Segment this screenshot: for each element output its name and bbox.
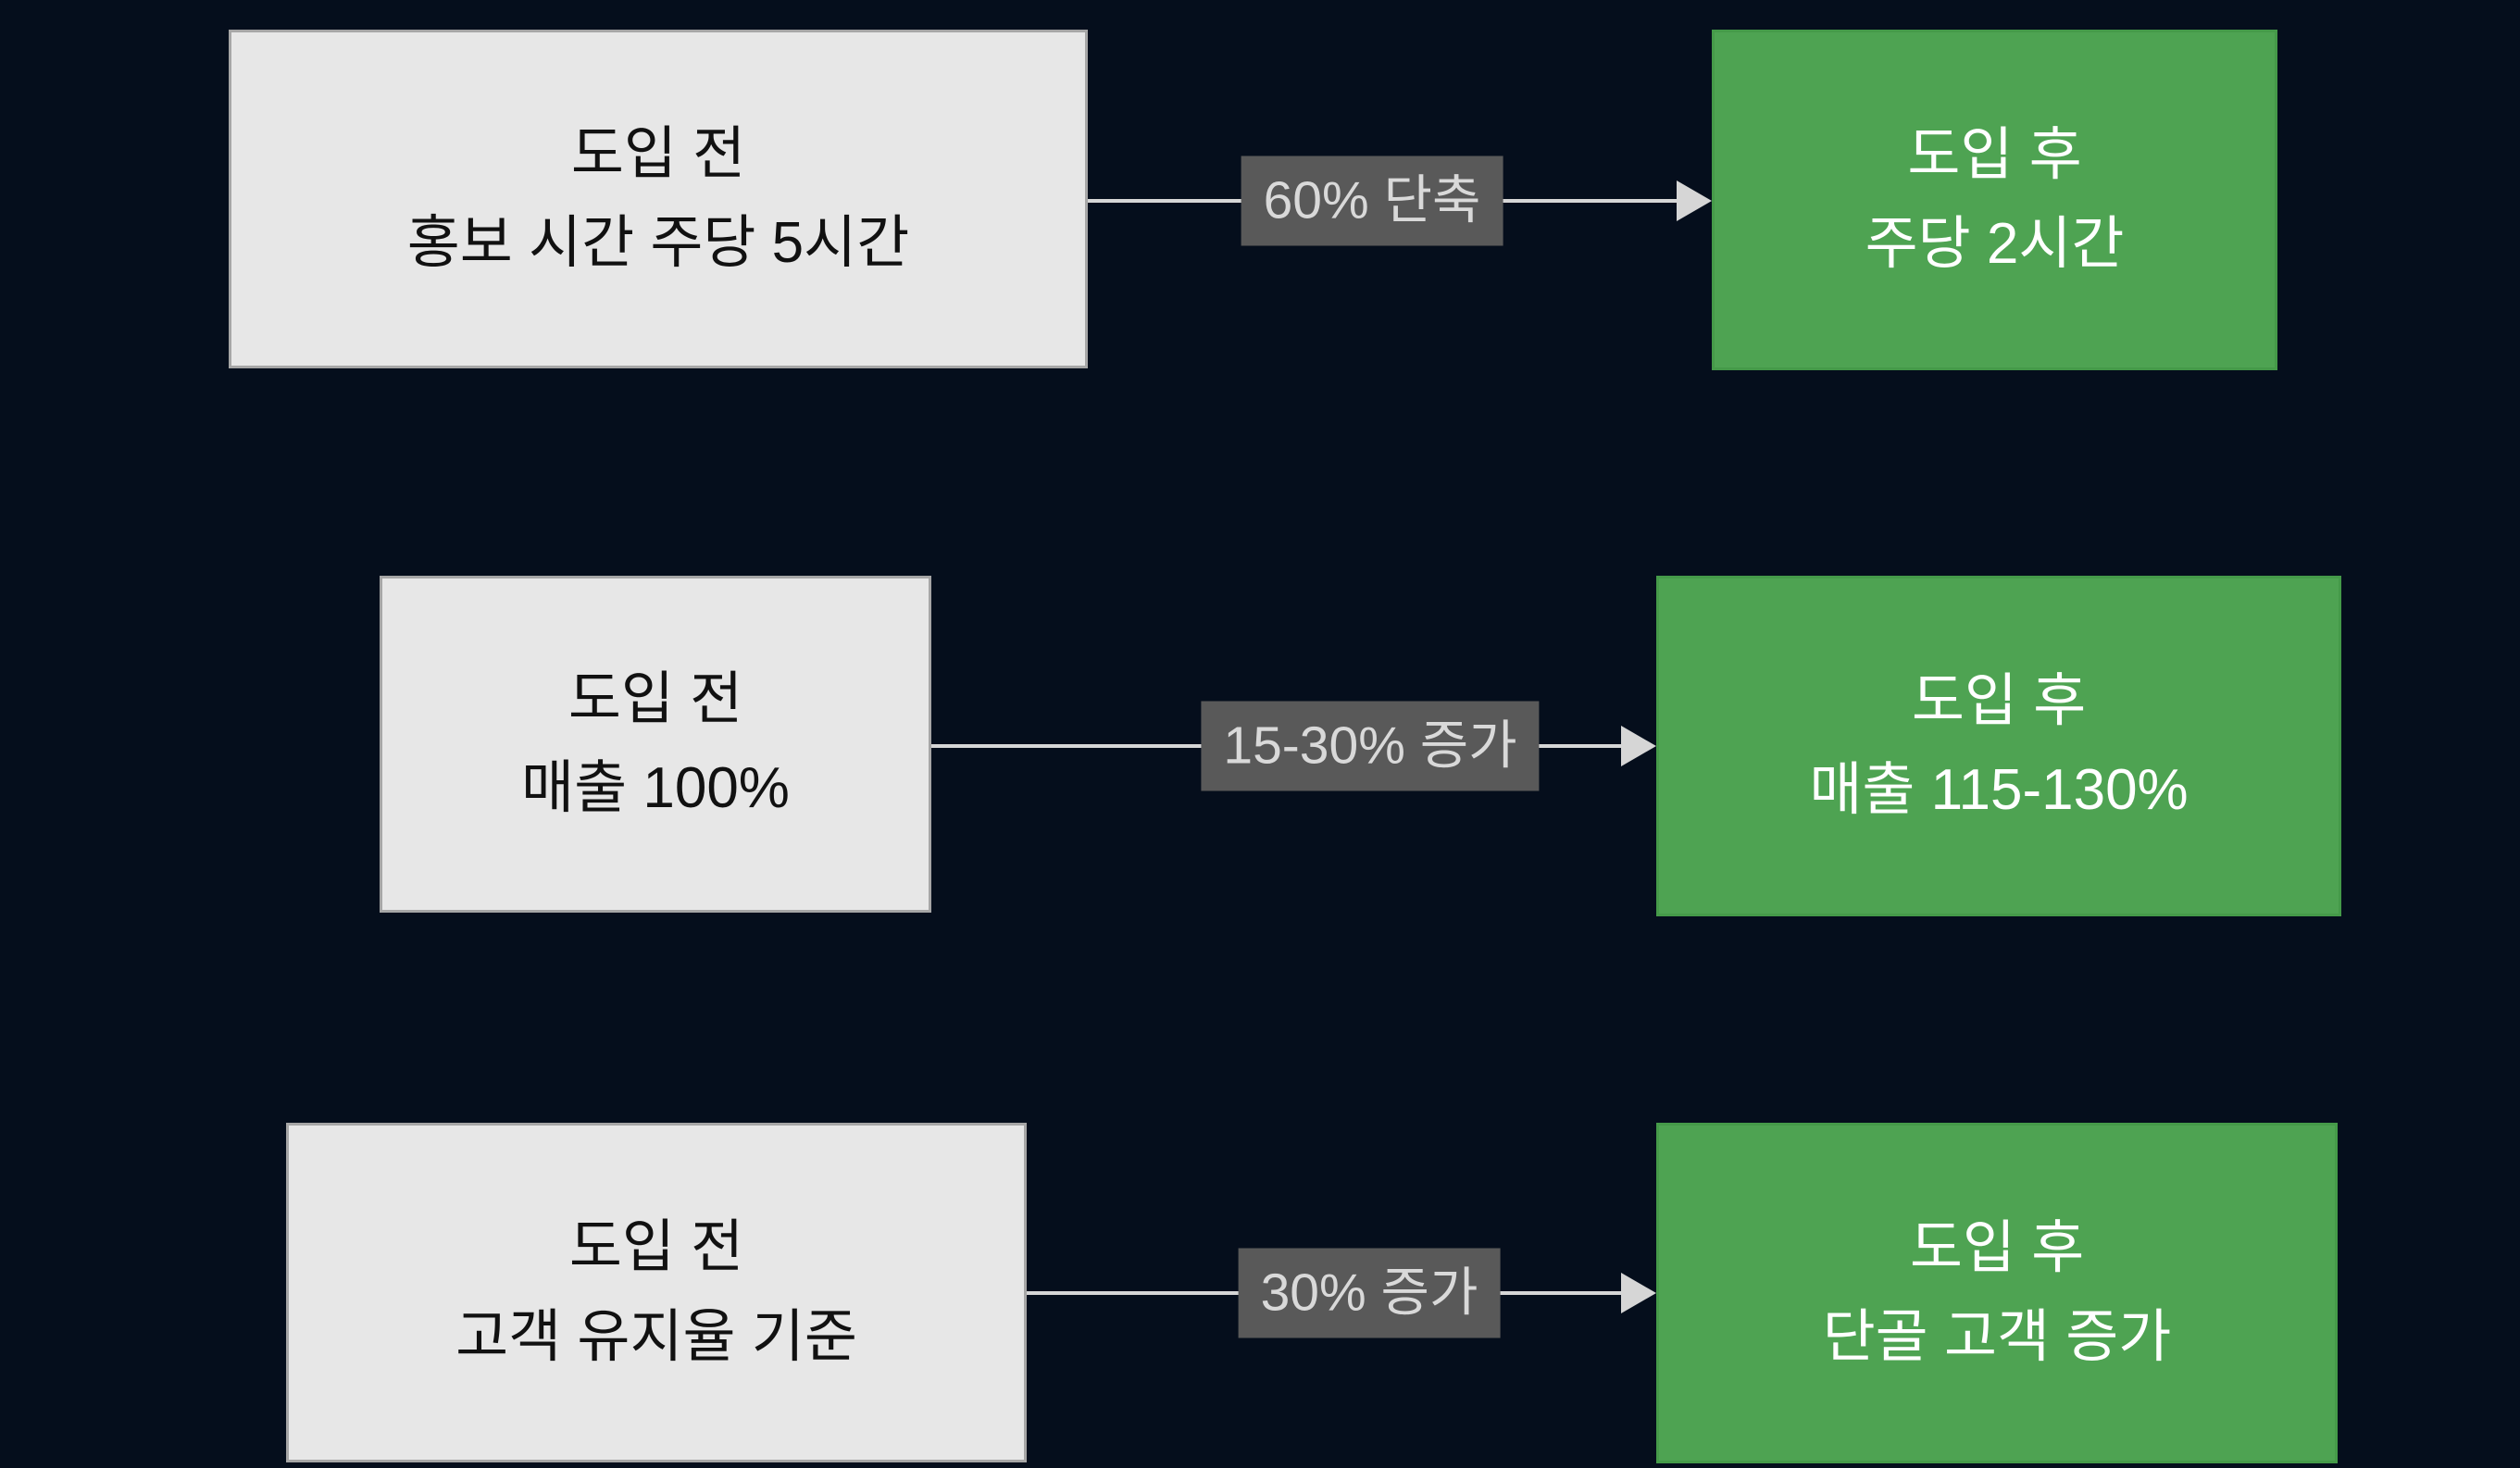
arrow-label-row2: 15-30% 증가 [1201, 701, 1540, 791]
after-box-row3-line2: 단골 고객 증가 [1822, 1305, 2172, 1369]
after-box-row3: 도입 후 단골 고객 증가 [1656, 1123, 2338, 1463]
before-box-row2-line1: 도입 전 [568, 666, 743, 731]
before-box-row3-line1: 도입 전 [568, 1215, 744, 1280]
after-box-row1-line1: 도입 후 [1907, 122, 2082, 187]
arrow-label-row1: 60% 단축 [1241, 156, 1503, 246]
arrow-head-icon-row3 [1621, 1273, 1656, 1313]
after-box-row2: 도입 후 매출 115-130% [1656, 576, 2341, 916]
before-box-row1-line2: 홍보 시간 주당 5시간 [406, 211, 910, 275]
arrow-label-row3: 30% 증가 [1238, 1248, 1501, 1338]
before-box-row1: 도입 전 홍보 시간 주당 5시간 [229, 30, 1088, 368]
before-box-row3-line2: 고객 유지율 기준 [455, 1304, 857, 1369]
after-box-row2-line2: 매출 115-130% [1809, 758, 2189, 822]
arrow-head-icon-row2 [1621, 726, 1656, 766]
after-box-row2-line1: 도입 후 [1911, 668, 2087, 733]
before-box-row3: 도입 전 고객 유지율 기준 [286, 1123, 1027, 1462]
after-box-row1: 도입 후 주당 2시간 [1712, 30, 2277, 370]
before-box-row2: 도입 전 매출 100% [380, 576, 931, 913]
arrow-head-icon-row1 [1677, 180, 1712, 221]
before-box-row2-line2: 매출 100% [521, 756, 790, 820]
after-box-row3-line1: 도입 후 [1909, 1215, 2085, 1280]
before-box-row1-line1: 도입 전 [570, 121, 746, 186]
after-box-row1-line2: 주당 2시간 [1865, 212, 2125, 276]
